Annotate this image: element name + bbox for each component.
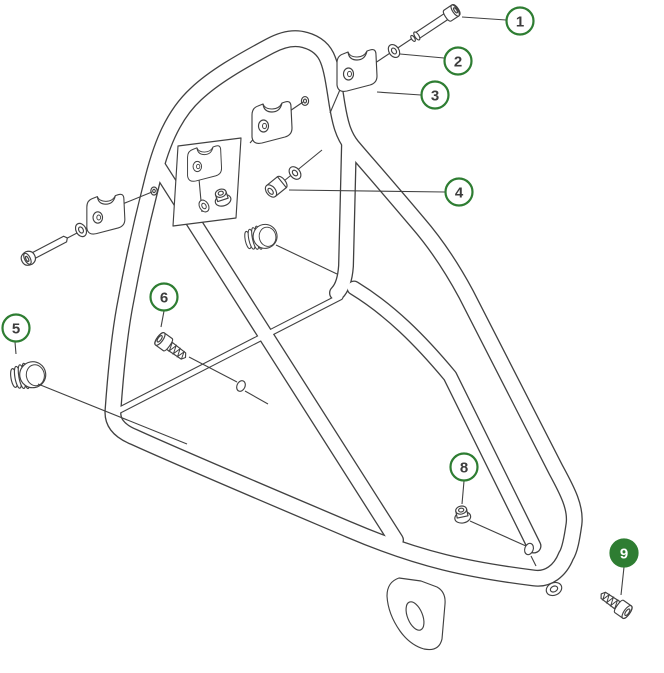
tube-hole-screw6: [236, 380, 246, 392]
callout-number: 6: [160, 289, 168, 306]
callout-circle[interactable]: [420, 80, 450, 110]
callout-circle[interactable]: [443, 46, 473, 76]
frame-tubes: [104, 30, 583, 587]
threaded-plug-5: [8, 359, 49, 392]
callout-number: 8: [460, 459, 468, 476]
tube-hole-screw8: [524, 542, 534, 556]
callout-9[interactable]: 9: [609, 538, 639, 568]
callout-number: 9: [620, 545, 628, 562]
clamp-block-left: [86, 193, 126, 235]
bottom-bracket-tab: [386, 577, 446, 651]
threaded-plug-center: [242, 221, 280, 253]
nut-8: [451, 503, 473, 526]
leader-line: [37, 383, 188, 445]
stud-tip-right: [300, 96, 310, 106]
leader-line: [399, 53, 445, 59]
hex-socket-bolt-1: [407, 2, 463, 46]
mounting-plate: [172, 137, 242, 227]
leader-line: [461, 16, 507, 21]
callout-number: 4: [455, 184, 464, 201]
leader-line: [188, 356, 238, 383]
hardware-parts: [8, 2, 635, 621]
button-bolt-left: [18, 231, 72, 269]
washer-2: [385, 41, 403, 61]
clamp-block-3: [336, 48, 378, 92]
barrel-nut-4: [262, 173, 290, 200]
callout-number: 3: [431, 87, 439, 104]
callout-number: 5: [12, 320, 20, 337]
leader-line: [620, 566, 625, 596]
stud-tip-left: [150, 186, 158, 196]
callout-circle[interactable]: [149, 282, 179, 312]
screw-9: [596, 587, 635, 621]
callout-circle[interactable]: [1, 313, 31, 343]
screw-6: [152, 330, 191, 365]
tube-boss: [545, 581, 563, 597]
callout-8[interactable]: 8: [449, 452, 479, 482]
callout-4[interactable]: 4: [444, 177, 474, 207]
callout-2[interactable]: 2: [443, 46, 473, 76]
leader-lines: [14, 16, 625, 596]
leader-line: [376, 91, 422, 96]
callout-circle[interactable]: [449, 452, 479, 482]
callout-3[interactable]: 3: [420, 80, 450, 110]
leader-line: [469, 520, 527, 547]
callout-number: 1: [516, 13, 524, 30]
leader-line: [14, 341, 17, 355]
callout-circle[interactable]: [444, 177, 474, 207]
leader-line: [461, 480, 465, 505]
callout-6[interactable]: 6: [149, 282, 179, 312]
callout-circle[interactable]: [505, 6, 535, 36]
leader-line: [530, 555, 537, 567]
callout-5[interactable]: 5: [1, 313, 31, 343]
frame-details: [150, 96, 563, 597]
callout-number: 2: [454, 53, 462, 70]
leader-line: [288, 189, 446, 193]
leader-line: [275, 244, 338, 275]
callout-1[interactable]: 1: [505, 6, 535, 36]
callout-circle[interactable]: [609, 538, 639, 568]
leader-line: [244, 390, 269, 405]
leader-line: [160, 310, 165, 328]
assembly-axis-line: [119, 191, 153, 206]
clamp-block-center: [251, 100, 293, 144]
